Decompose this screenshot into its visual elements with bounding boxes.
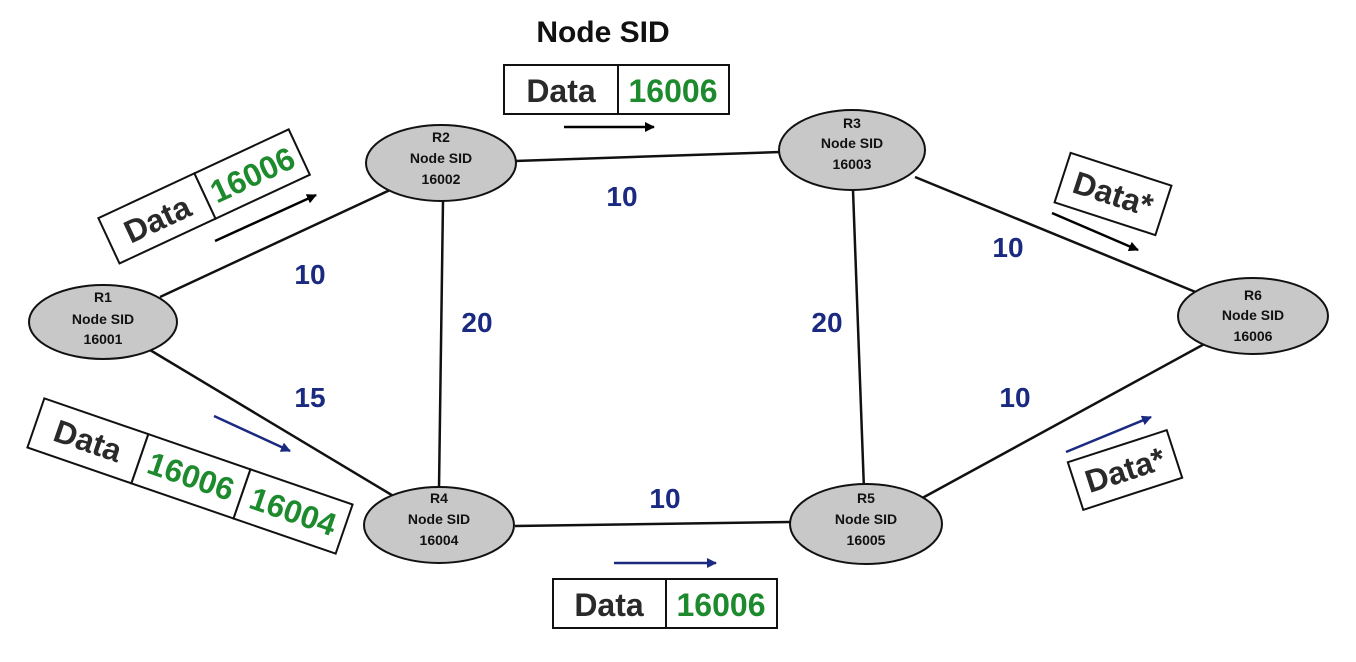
router-r5-sid-label: Node SID: [835, 511, 897, 527]
packet-r1-r4-sid-cell-2: [232, 468, 354, 555]
router-r1-name: R1: [94, 289, 112, 305]
packet-r2-r3-sid-cell: [617, 64, 730, 115]
metric-r1-r4: 15: [294, 382, 325, 413]
arrow-r5-r6: [1065, 415, 1152, 454]
router-r2: R2 Node SID 16002: [365, 124, 517, 202]
router-r5-name: R5: [857, 490, 875, 506]
router-r4-sid-value: 16004: [420, 532, 459, 548]
router-r3-shape: [778, 109, 926, 191]
metric-r5-r6: 10: [999, 382, 1030, 413]
router-r2-name: R2: [432, 129, 450, 145]
diagram-title: Node SID: [536, 16, 669, 49]
router-r6-sid-value: 16006: [1234, 328, 1273, 344]
packet-r2-r3-data-cell: [503, 64, 619, 115]
metric-r2-r3: 10: [606, 181, 637, 212]
router-r5-shape: [789, 483, 943, 565]
metric-r2-r4: 20: [461, 307, 492, 338]
links: [149, 150, 1209, 528]
router-r3-sid-label: Node SID: [821, 135, 883, 151]
packet-r1-r2: Data 16006: [97, 128, 317, 265]
metric-r1-r2: 10: [294, 259, 325, 290]
router-r1-sid-label: Node SID: [72, 311, 134, 327]
router-r6: R6 Node SID 16006: [1177, 277, 1329, 355]
packet-r4-r5-data-cell: [552, 578, 667, 629]
packet-r5-r6-data-cell: [1066, 428, 1184, 512]
router-r1-shape: [28, 284, 178, 360]
link-metrics: 10 15 10 20 20 10 10 10: [294, 181, 1030, 514]
packet-r5-r6: Data*: [1065, 415, 1184, 512]
packet-r4-r5-sid-label: 16006: [677, 587, 766, 623]
link-r5-r6: [914, 340, 1209, 504]
arrow-r1-r2: [214, 193, 317, 243]
router-r1-sid-value: 16001: [84, 331, 123, 347]
link-r4-r5: [514, 520, 791, 528]
packet-r4-r5-sid-cell: [665, 578, 778, 629]
packet-r1-r4: Data 16006 16004: [26, 397, 354, 555]
router-r4: R4 Node SID 16004: [363, 486, 515, 564]
router-r6-sid-label: Node SID: [1222, 307, 1284, 323]
packet-r2-r3: Data 16006: [503, 64, 730, 132]
packet-r2-r3-sid-label: 16006: [629, 73, 718, 109]
router-r4-sid-label: Node SID: [408, 511, 470, 527]
packet-r3-r6: Data*: [1051, 151, 1173, 252]
router-r5: R5 Node SID 16005: [789, 483, 943, 565]
router-r4-shape: [363, 486, 515, 564]
router-r6-name: R6: [1244, 287, 1262, 303]
link-r2-r4: [437, 200, 445, 489]
link-r1-r2: [159, 188, 391, 299]
router-r4-name: R4: [430, 490, 448, 506]
packet-r2-r3-data-label: Data: [526, 73, 596, 109]
router-r3-sid-value: 16003: [833, 156, 872, 172]
router-r3: R3 Node SID 16003: [778, 109, 926, 191]
router-r5-sid-value: 16005: [847, 532, 886, 548]
link-r1-r4: [149, 348, 401, 502]
metric-r3-r6: 10: [992, 232, 1023, 263]
arrow-r3-r6: [1051, 211, 1139, 252]
packet-r4-r5-data-label: Data: [574, 587, 644, 623]
metric-r4-r5: 10: [649, 483, 680, 514]
router-r1: R1 Node SID 16001: [28, 284, 178, 360]
metric-r3-r5: 20: [811, 307, 842, 338]
link-r3-r6: [914, 175, 1199, 295]
packet-r1-r2-sid-cell: [193, 128, 312, 220]
packet-r4-r5: Data 16006: [552, 558, 778, 629]
arrow-r1-r4: [213, 414, 291, 453]
router-r2-sid-value: 16002: [422, 171, 461, 187]
router-r2-shape: [365, 124, 517, 202]
link-r2-r3: [514, 150, 781, 163]
router-r2-sid-label: Node SID: [410, 150, 472, 166]
router-r3-name: R3: [843, 115, 861, 131]
packet-r3-r6-data-cell: [1053, 151, 1173, 237]
link-r3-r5: [851, 189, 866, 491]
router-r6-shape: [1177, 277, 1329, 355]
